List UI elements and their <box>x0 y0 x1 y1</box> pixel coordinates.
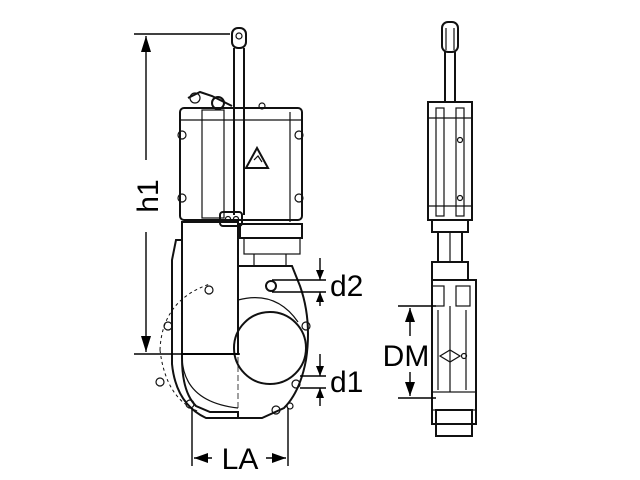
bolt-holes <box>155 280 311 415</box>
packing-gland <box>239 223 303 266</box>
dm-label: DM <box>383 340 430 373</box>
h1-label: h1 <box>132 179 165 212</box>
actuator-housing <box>177 102 304 222</box>
dimension-d1: d1 <box>300 354 363 406</box>
front-view <box>155 27 311 420</box>
dimension-la: LA <box>191 408 289 476</box>
warning-triangle-icon <box>244 145 270 169</box>
d2-label: d2 <box>330 270 363 303</box>
side-stem <box>444 52 456 102</box>
side-yoke-gland <box>431 219 469 263</box>
stem-eye <box>231 27 247 49</box>
dimension-d2: d2 <box>272 258 363 306</box>
d1-label: d1 <box>330 366 363 399</box>
side-stem-eye <box>441 21 459 53</box>
stem <box>233 48 245 215</box>
lever <box>187 90 233 110</box>
side-body-section <box>431 261 477 437</box>
side-actuator <box>427 101 473 221</box>
body-right-flange <box>233 265 309 419</box>
dimension-h1: h1 <box>132 33 240 355</box>
side-view <box>427 21 477 437</box>
body-left-section <box>171 239 239 419</box>
la-label: LA <box>222 443 259 476</box>
gate-plate <box>181 211 243 355</box>
dimension-dm: DM <box>383 305 436 399</box>
